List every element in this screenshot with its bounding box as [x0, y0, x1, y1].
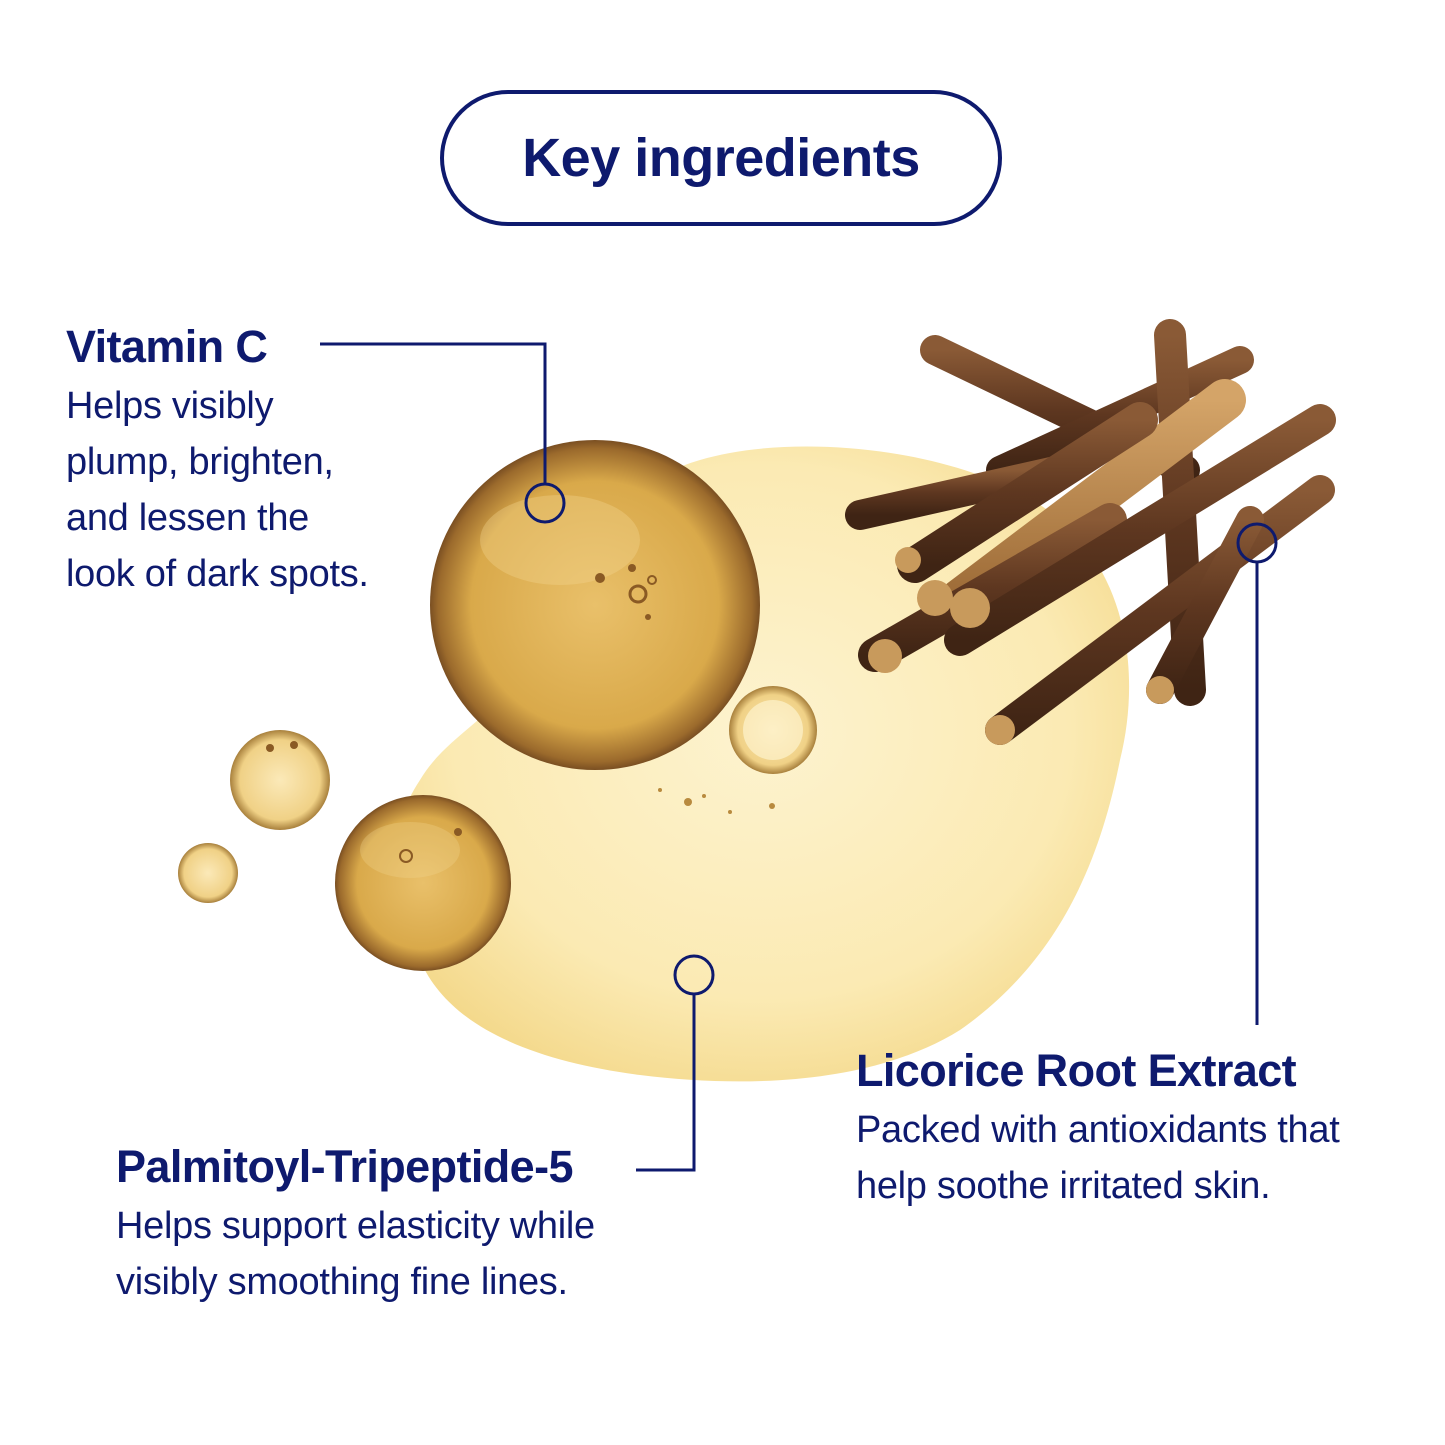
callout-palmitoyl — [636, 954, 715, 1172]
title-pill: Key ingredients — [440, 90, 1002, 226]
ingredient-name: Vitamin C — [66, 321, 268, 372]
circle-outline-icon — [673, 954, 715, 996]
ingredient-palmitoyl-tripeptide-5: Palmitoyl-Tripeptide-5 Helps support ela… — [116, 1140, 716, 1310]
ingredient-description: Helps visibly plump, brighten, and lesse… — [66, 385, 369, 595]
medium-oil-drop — [335, 795, 511, 971]
callout-licorice — [1236, 522, 1278, 1025]
circle-outline-icon — [524, 482, 566, 524]
large-oil-drop — [430, 440, 760, 770]
small-oil-drop — [729, 686, 817, 774]
ingredient-licorice-root-extract: Licorice Root Extract Packed with antiox… — [856, 1044, 1416, 1214]
ingredient-description: Packed with antioxidants that help sooth… — [856, 1109, 1340, 1207]
circle-outline-icon — [1236, 522, 1278, 564]
page-title: Key ingredients — [522, 128, 920, 188]
callout-vitamin-c — [320, 342, 566, 524]
floating-drop-1 — [230, 730, 330, 830]
ingredient-name: Licorice Root Extract — [856, 1045, 1297, 1096]
ingredient-vitamin-c: Vitamin C Helps visibly plump, brighten,… — [66, 320, 426, 602]
floating-drop-2 — [178, 843, 238, 903]
ingredient-description: Helps support elasticity while visibly s… — [116, 1205, 595, 1303]
puddle-bubbles — [658, 788, 775, 814]
licorice-roots — [845, 319, 1336, 745]
ingredient-name: Palmitoyl-Tripeptide-5 — [116, 1141, 573, 1192]
